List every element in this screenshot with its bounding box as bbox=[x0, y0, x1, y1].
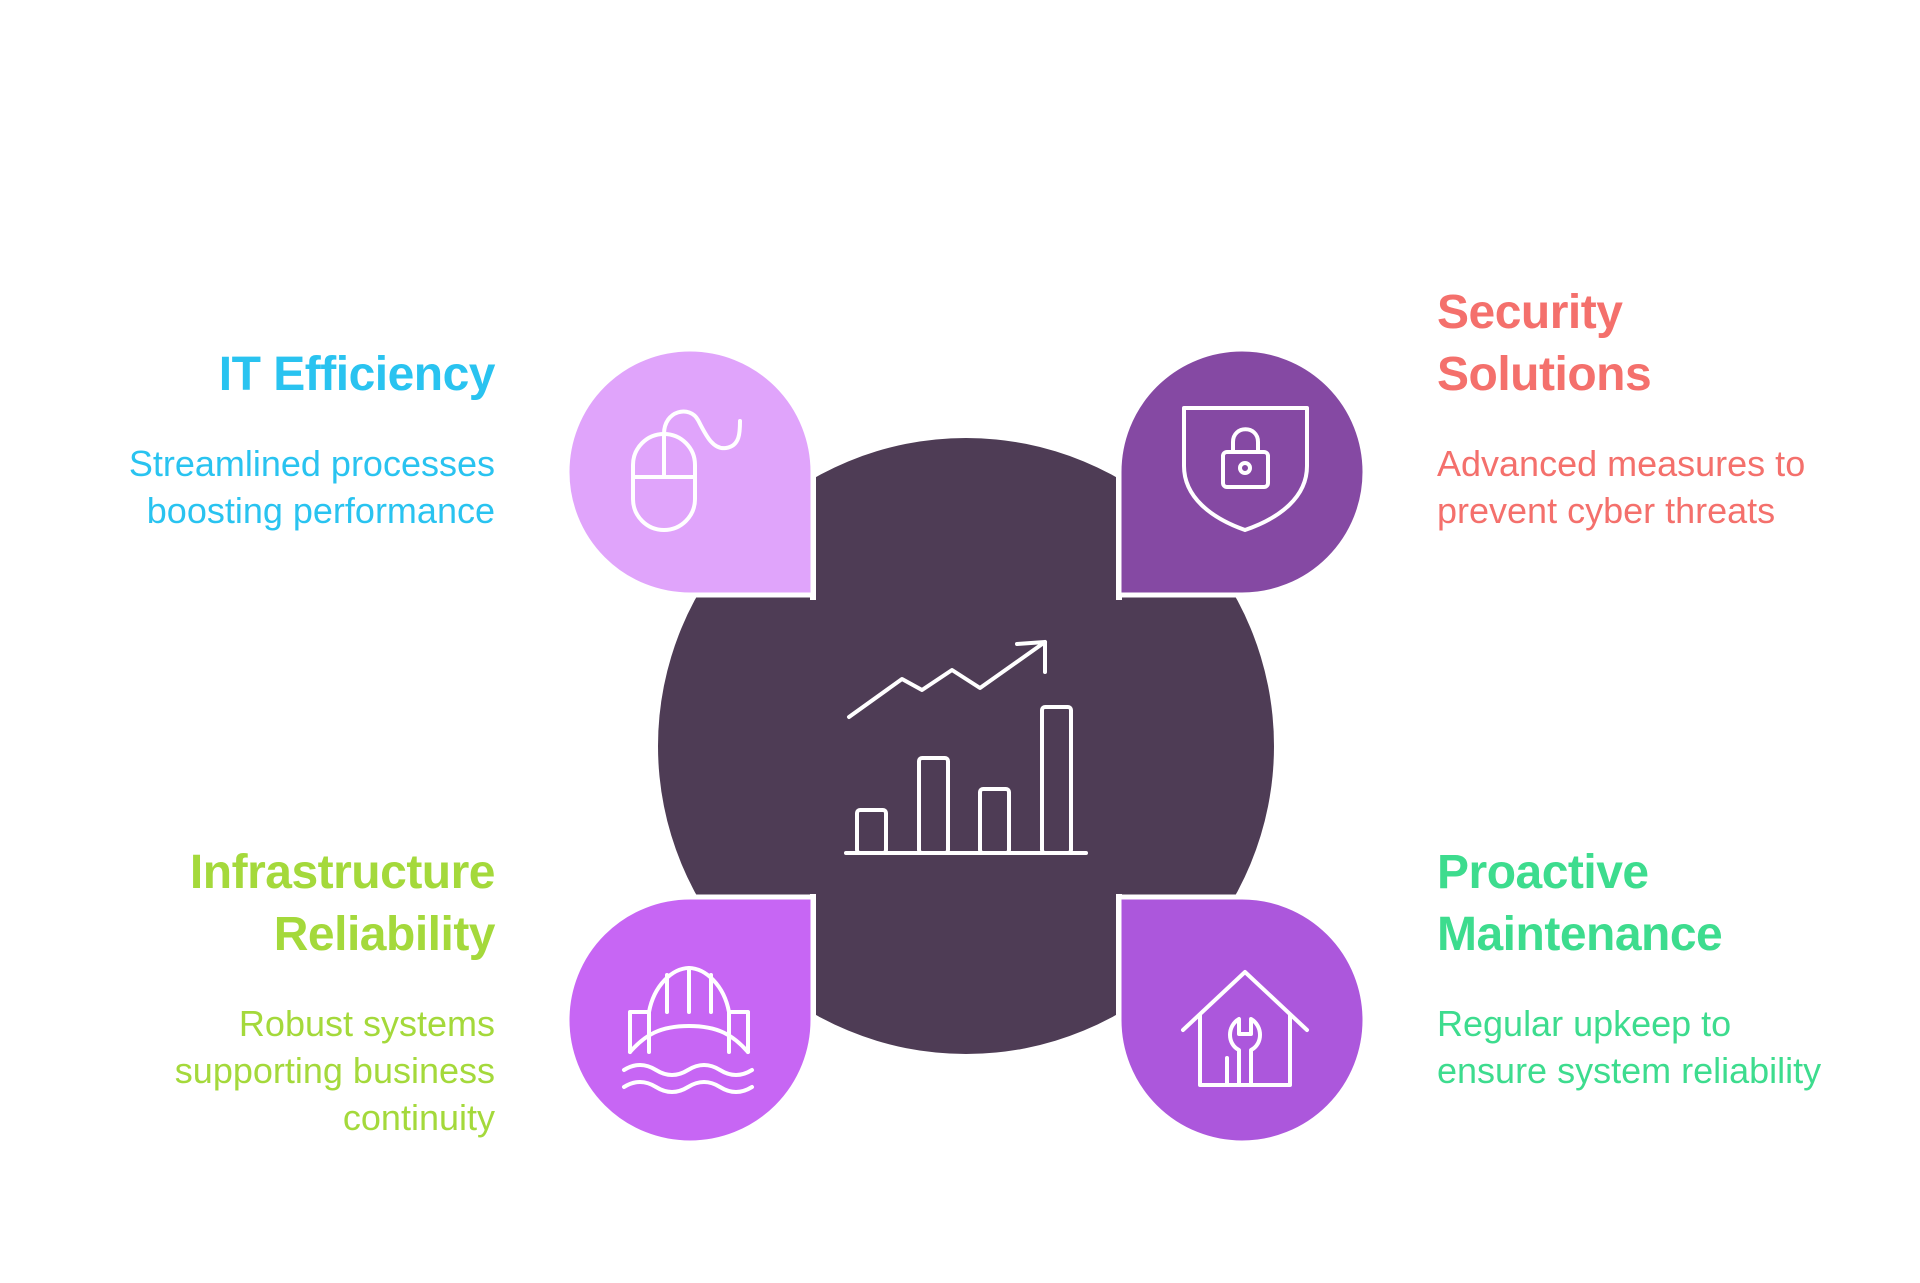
petal-proactive-maintenance bbox=[1116, 894, 1368, 1146]
text-it-efficiency: IT Efficiency Streamlined processes boos… bbox=[0, 344, 496, 534]
petal-it-efficiency bbox=[564, 346, 816, 598]
desc-proactive-maintenance: Regular upkeep to ensure system reliabil… bbox=[1437, 1003, 1822, 1091]
petal-infrastructure-reliability bbox=[564, 894, 816, 1146]
desc-security-solutions: Advanced measures to prevent cyber threa… bbox=[1437, 443, 1806, 531]
desc-infrastructure-reliability: Robust systems supporting business conti… bbox=[174, 1003, 495, 1138]
text-proactive-maintenance: Proactive Maintenance Regular upkeep to … bbox=[1437, 842, 1920, 1094]
title-security-solutions: Security Solutions bbox=[1437, 286, 1652, 401]
shield-lock-icon bbox=[1182, 406, 1309, 532]
title-infrastructure-reliability: Infrastructure Reliability bbox=[189, 846, 496, 961]
text-infrastructure-reliability: Infrastructure Reliability Robust system… bbox=[0, 842, 496, 1141]
title-it-efficiency: IT Efficiency bbox=[218, 348, 496, 401]
house-wrench-icon bbox=[1181, 970, 1309, 1087]
computer-mouse-icon bbox=[631, 409, 742, 532]
growth-chart-icon bbox=[844, 640, 1088, 855]
text-security-solutions: Security Solutions Advanced measures to … bbox=[1437, 282, 1920, 534]
title-proactive-maintenance: Proactive Maintenance bbox=[1437, 846, 1723, 961]
bridge-icon bbox=[622, 966, 754, 1094]
desc-it-efficiency: Streamlined processes boosting performan… bbox=[128, 443, 495, 531]
